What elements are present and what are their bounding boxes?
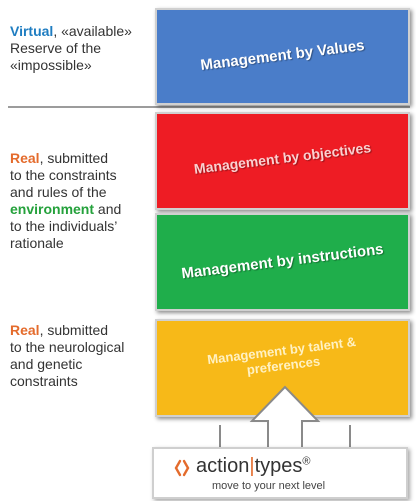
block-management-instructions: Management by instructions	[155, 213, 410, 311]
up-arrow-icon	[219, 385, 351, 450]
caption-virtual-line1: , «available»	[53, 23, 132, 39]
caption-real-neuro-line2: to the neurological	[10, 339, 125, 355]
caption-real-neuro-lead: Real	[10, 322, 40, 338]
caption-real-neuro-line3: and genetic	[10, 356, 83, 372]
logo-wordmark: action|types®	[196, 455, 311, 478]
logo-tagline: move to your next level	[212, 480, 326, 492]
block-objectives-label: Management by objectives	[193, 139, 372, 177]
caption-virtual-lead: Virtual	[10, 23, 54, 39]
caption-real-neuro-line1: , submitted	[39, 322, 109, 338]
caption-real-neuro-line4: constraints	[10, 373, 78, 389]
caption-real-env-line6: rationale	[10, 235, 64, 251]
caption-virtual-line3: «impossible»	[10, 57, 92, 73]
block-instructions-label: Management by instructions	[180, 240, 385, 283]
caption-real-env-and: and	[94, 201, 122, 217]
logo-name-right: types	[254, 455, 303, 477]
caption-real-env-line5: to the individuals’	[10, 218, 118, 234]
logo-registered-mark: ®	[302, 455, 311, 468]
block-management-values: Management by Values	[155, 8, 410, 105]
logo-name-left: action	[196, 455, 250, 477]
caption-real-env-line1: , submitted	[39, 150, 109, 166]
action-types-logo: action|types® move to your next level	[152, 447, 408, 499]
action-types-bracket-icon	[174, 459, 190, 477]
caption-real-env-line3: and rules of the	[10, 184, 107, 200]
caption-real-environment: Real, submitted to the constraints and r…	[10, 150, 150, 252]
block-values-label: Management by Values	[199, 37, 366, 74]
caption-real-env-lead: Real	[10, 150, 40, 166]
caption-virtual: Virtual, «available» Reserve of the «imp…	[10, 23, 150, 74]
caption-environment-word: environment	[10, 201, 95, 217]
top-divider	[8, 106, 410, 108]
caption-real-neurological: Real, submitted to the neurological and …	[10, 322, 150, 390]
block-management-objectives: Management by objectives	[155, 112, 410, 210]
logo-separator: |	[249, 455, 255, 477]
block-talent-label: Management by talent & preferences	[157, 328, 408, 388]
caption-virtual-line2: Reserve of the	[10, 40, 102, 56]
caption-real-env-line2: to the constraints	[10, 167, 117, 183]
